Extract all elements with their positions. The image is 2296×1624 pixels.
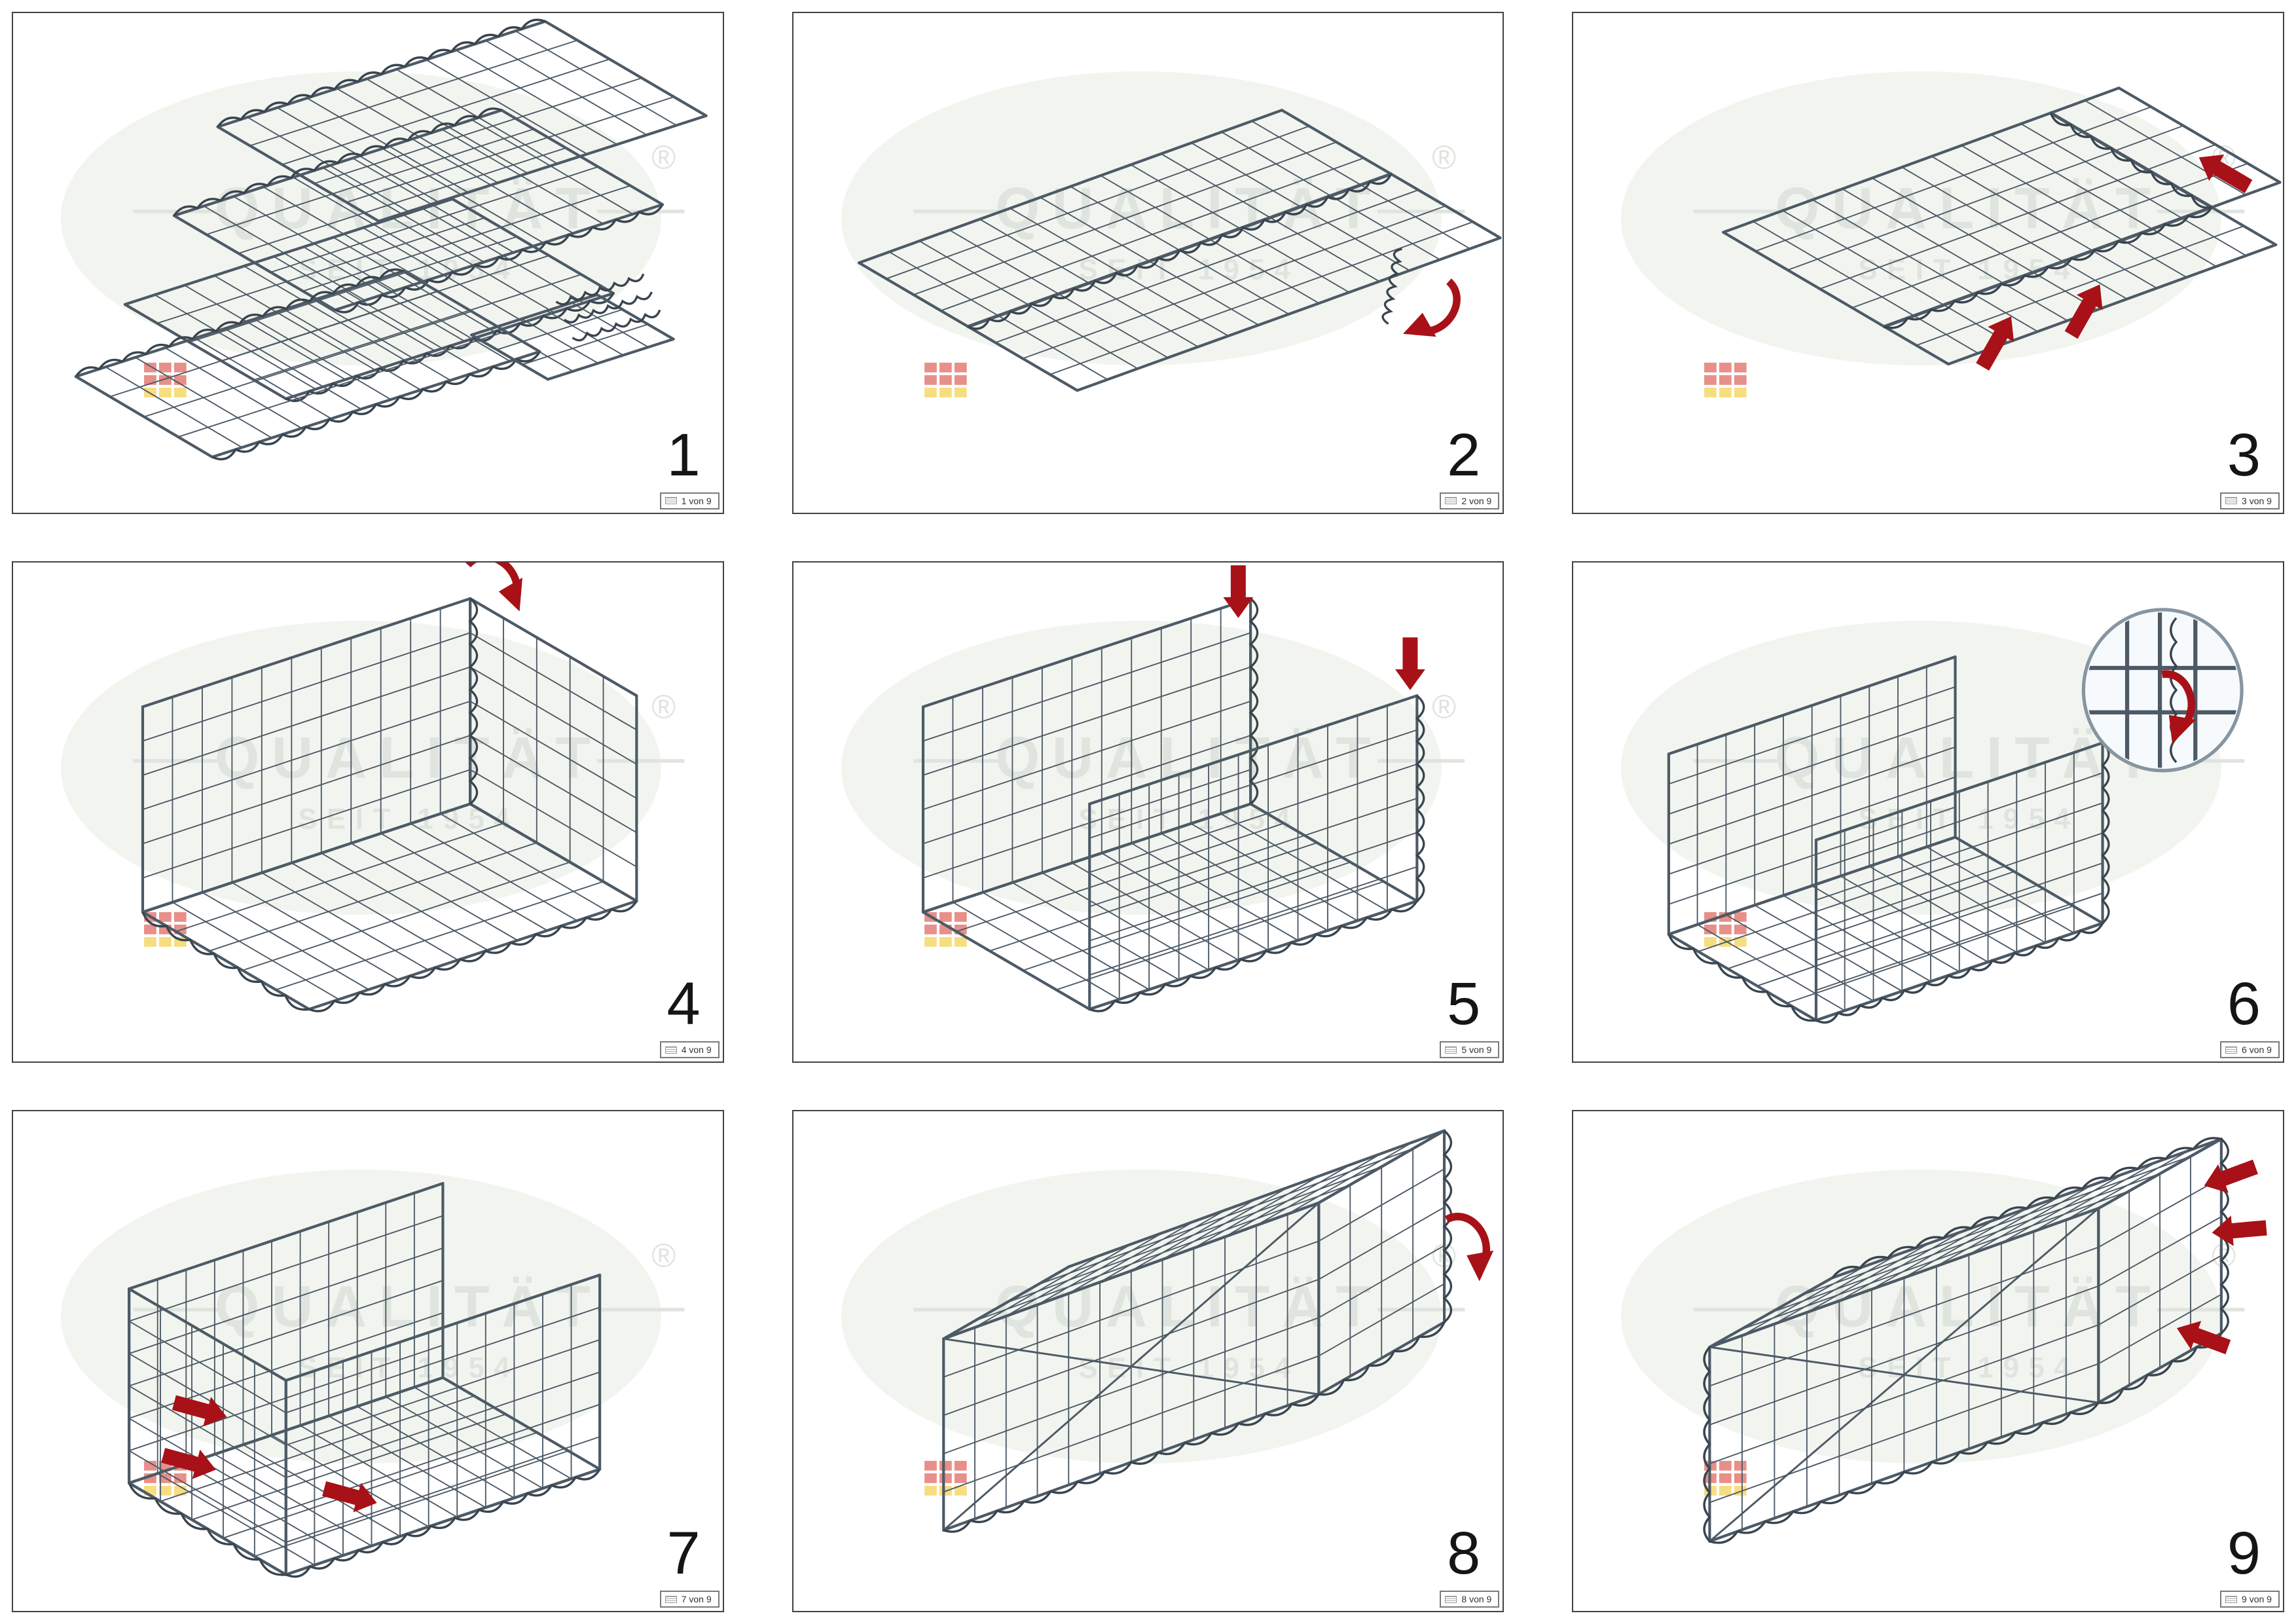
step-number: 7 <box>666 1520 701 1587</box>
svg-text:QUALITÄT: QUALITÄT <box>1775 175 2162 241</box>
svg-text:SEIT 1954: SEIT 1954 <box>1078 253 1300 286</box>
svg-text:SEIT 1954: SEIT 1954 <box>1859 1352 2080 1384</box>
step-panel: QUALITÄT SEIT 1954 ® 7 7 von 9 <box>12 1110 724 1612</box>
mini-sheet-icon <box>1445 1595 1457 1603</box>
step-number: 6 <box>2227 970 2261 1038</box>
step-number: 3 <box>2227 421 2261 489</box>
step-number: 4 <box>666 970 701 1038</box>
step-panel: QUALITÄT SEIT 1954 ® 4 4 von 9 <box>12 561 724 1063</box>
step-panel: QUALITÄT SEIT 1954 ® 2 2 von 9 <box>792 12 1504 514</box>
mini-sheet-icon <box>1445 497 1457 505</box>
step-illustration-spacers: QUALITÄT SEIT 1954 ® <box>60 1170 685 1578</box>
svg-text:®: ® <box>651 138 676 175</box>
step-number: 1 <box>666 421 701 489</box>
mini-sheet-icon <box>2225 1046 2238 1054</box>
sheet-label-box: 9 von 9 <box>2220 1591 2280 1608</box>
sheet-count-label: 1 von 9 <box>681 495 712 506</box>
svg-text:SEIT 1954: SEIT 1954 <box>1859 253 2080 286</box>
step-number: 5 <box>1447 970 1481 1038</box>
step-number: 8 <box>1447 1520 1481 1587</box>
svg-text:SEIT 1954: SEIT 1954 <box>1078 1352 1300 1384</box>
svg-text:®: ® <box>651 1236 676 1274</box>
svg-text:QUALITÄT: QUALITÄT <box>215 1274 602 1339</box>
svg-text:QUALITÄT: QUALITÄT <box>995 175 1383 241</box>
sheet-count-label: 5 von 9 <box>1461 1044 1492 1056</box>
svg-text:®: ® <box>1432 138 1456 175</box>
sheet-label-box: 4 von 9 <box>659 1041 720 1059</box>
step-number: 2 <box>1447 421 1481 489</box>
svg-text:®: ® <box>1432 688 1456 725</box>
sheet-count-label: 9 von 9 <box>2242 1594 2272 1604</box>
mini-sheet-icon <box>2225 497 2238 505</box>
mini-sheet-icon <box>1445 1046 1457 1054</box>
step-illustration-first-walls: QUALITÄT SEIT 1954 ® <box>60 562 685 1012</box>
svg-text:QUALITÄT: QUALITÄT <box>995 1274 1383 1339</box>
svg-text:QUALITÄT: QUALITÄT <box>995 724 1383 790</box>
step-number: 9 <box>2227 1520 2261 1587</box>
sheet-count-label: 2 von 9 <box>1461 495 1492 506</box>
step-illustration-spiral-seam: QUALITÄT SEIT 1954 ® <box>841 71 1502 397</box>
sheet-label-box: 6 von 9 <box>2220 1041 2280 1059</box>
svg-text:SEIT 1954: SEIT 1954 <box>298 1352 519 1384</box>
sheet-count-label: 6 von 9 <box>2242 1044 2272 1056</box>
sheet-label-box: 8 von 9 <box>1440 1591 1500 1608</box>
svg-text:®: ® <box>651 688 676 725</box>
sheet-count-label: 4 von 9 <box>681 1044 712 1056</box>
sheet-label-box: 1 von 9 <box>659 492 720 509</box>
svg-text:SEIT 1954: SEIT 1954 <box>298 803 519 835</box>
svg-text:QUALITÄT: QUALITÄT <box>1775 1274 2162 1339</box>
mini-sheet-icon <box>2225 1595 2238 1603</box>
svg-text:SEIT 1954: SEIT 1954 <box>1859 803 2080 835</box>
sheet-count-label: 3 von 9 <box>2242 495 2272 506</box>
mini-sheet-icon <box>665 497 677 505</box>
mini-sheet-icon <box>665 1595 677 1603</box>
sheet-label-box: 5 von 9 <box>1440 1041 1500 1059</box>
sheet-count-label: 8 von 9 <box>1461 1594 1492 1604</box>
sheet-label-box: 2 von 9 <box>1440 492 1500 509</box>
sheet-label-box: 3 von 9 <box>2220 492 2280 509</box>
sheet-label-box: 7 von 9 <box>659 1591 720 1608</box>
svg-text:QUALITÄT: QUALITÄT <box>215 724 602 790</box>
sheet-count-label: 7 von 9 <box>681 1594 712 1604</box>
mini-sheet-icon <box>665 1046 677 1054</box>
